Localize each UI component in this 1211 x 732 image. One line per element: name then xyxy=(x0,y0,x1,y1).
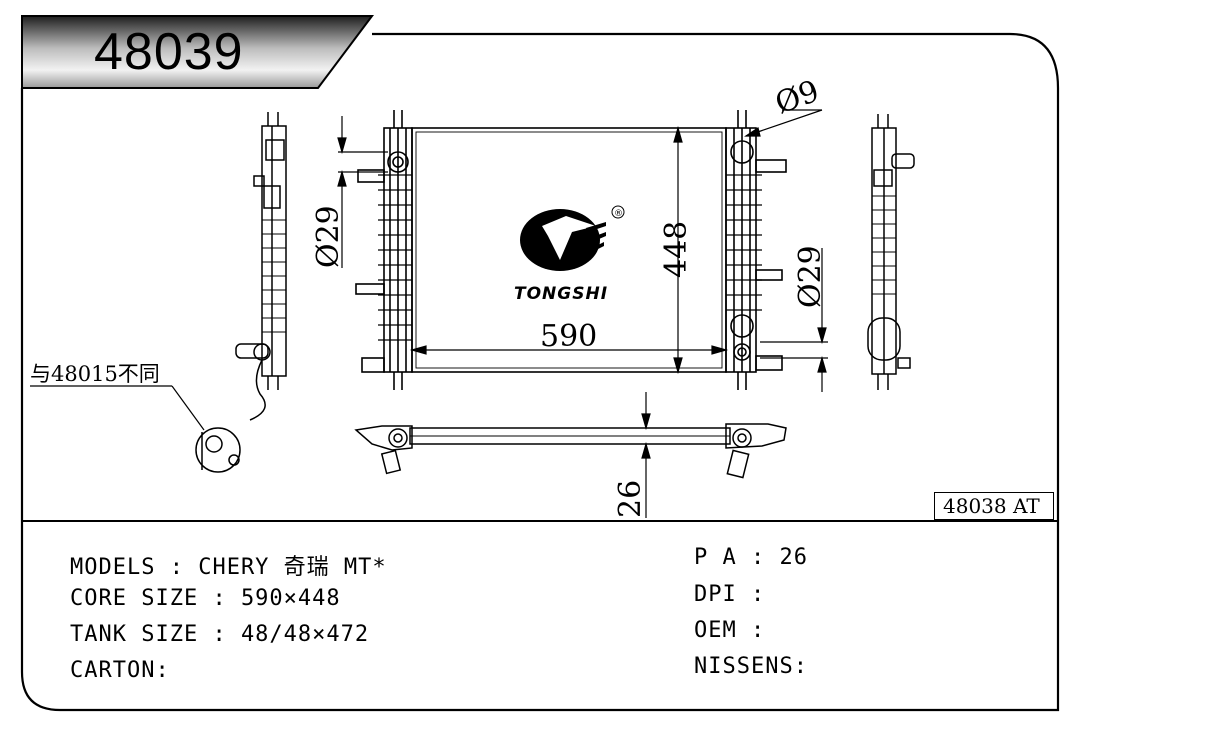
radiator-front-view xyxy=(355,110,787,390)
left-side-view xyxy=(195,112,287,473)
detail-circle xyxy=(195,427,241,473)
spec-dpi: DPI : xyxy=(694,582,766,607)
spec-oem: OEM : xyxy=(694,618,766,643)
bottom-view xyxy=(354,423,787,479)
dimension-lines xyxy=(337,109,828,392)
width-dim-label: 590 xyxy=(540,319,597,354)
inlet-diameter-label: Ø29 xyxy=(311,205,346,268)
thickness-dimension xyxy=(641,392,651,518)
spec-models: MODELS : CHERY 奇瑞 MT* xyxy=(70,555,387,580)
spec-tank-size: TANK SIZE : 48/48×472 xyxy=(70,622,370,647)
spec-pa: P A : 26 xyxy=(694,545,808,570)
note-leader xyxy=(30,385,205,431)
outer-frame xyxy=(20,32,1060,712)
brand-name: TONGSHI xyxy=(514,284,609,304)
thickness-dim-label: 26 xyxy=(613,480,648,518)
registered-mark: ® xyxy=(614,209,623,219)
outlet-diameter-label: Ø29 xyxy=(793,245,828,308)
right-side-view xyxy=(867,114,915,390)
part-number: 48039 xyxy=(94,23,244,81)
spec-nissens: NISSENS: xyxy=(694,654,808,679)
vent-diameter-label: Ø9 xyxy=(771,74,824,122)
spec-carton: CARTON: xyxy=(70,658,170,683)
height-dim-label: 448 xyxy=(659,221,694,278)
spec-core-size: CORE SIZE : 590×448 xyxy=(70,586,341,611)
part-number-tab xyxy=(21,15,374,89)
brand-logo xyxy=(520,205,625,271)
difference-note: 与48015不同 xyxy=(30,362,160,386)
reference-box: 48038 AT xyxy=(934,492,1054,520)
